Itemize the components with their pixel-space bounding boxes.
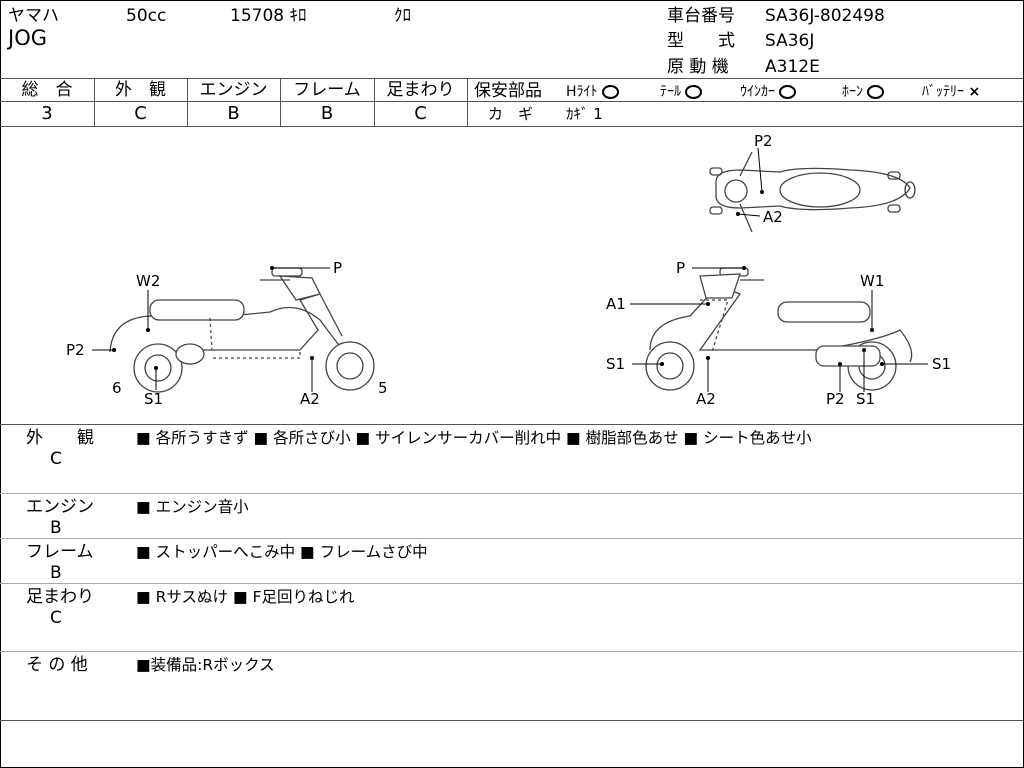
divider [94, 78, 95, 126]
diagram-label: P [676, 259, 685, 277]
diagram-label: S1 [856, 390, 875, 408]
scooter-top-view-icon [709, 151, 916, 233]
grade-suspension-value: C [414, 103, 427, 124]
divider [280, 78, 281, 126]
grade-total-value: 3 [41, 103, 53, 124]
ok-circle-icon [779, 85, 796, 99]
frame-no-label: 車台番号 [667, 6, 735, 26]
grade-exterior-label: 外 観 [115, 80, 166, 100]
diagram-label: S1 [606, 355, 625, 373]
safety-headlight: Hﾗｲﾄ [566, 82, 619, 102]
remark-other-title: そ の 他 [26, 655, 88, 675]
divider [187, 78, 188, 126]
remark-frame-title: フレーム [26, 542, 94, 562]
displacement: 50cc [126, 6, 167, 26]
diagram-label: 5 [378, 379, 388, 397]
remark-exterior-notes: ■ 各所うすきず ■ 各所さび小 ■ サイレンサーカバー削れ中 ■ 樹脂部色あせ… [136, 429, 812, 447]
remark-engine-notes: ■ エンジン音小 [136, 498, 249, 516]
model-name: JOG [8, 26, 47, 50]
diagram-label: A2 [696, 390, 716, 408]
diagram-label: P [333, 259, 342, 277]
safety-battery: ﾊﾞｯﾃﾘｰ × [922, 84, 981, 100]
diagram-label: A2 [763, 208, 783, 226]
mileage: 15708 ｷﾛ [230, 6, 307, 26]
safety-tail: ﾃｰﾙ [660, 82, 702, 102]
diagram-label: W1 [860, 272, 884, 290]
diagram-label: S1 [144, 390, 163, 408]
grade-suspension-label: 足まわり [386, 80, 455, 100]
body-color: ｸﾛ [394, 6, 411, 26]
safety-label: 保安部品 [474, 81, 542, 101]
divider [374, 78, 375, 126]
remark-frame-grade: B [50, 563, 62, 583]
diagram-label: P2 [66, 341, 85, 359]
remark-frame-notes: ■ ストッパーへこみ中 ■ フレームさび中 [136, 543, 428, 561]
divider [0, 101, 1023, 102]
key-label: カ ギ [488, 105, 534, 123]
battery-x-icon: × [968, 84, 981, 100]
engine-label: 原 動 機 [667, 57, 729, 77]
divider [0, 583, 1023, 584]
remark-suspension-title: 足まわり [26, 587, 94, 607]
grade-frame-label: フレーム [293, 80, 361, 100]
divider [0, 424, 1023, 425]
diagram-label: A2 [300, 390, 320, 408]
maker: ヤマハ [8, 6, 59, 26]
divider [0, 538, 1023, 539]
remark-exterior-title: 外 観 [26, 428, 94, 448]
grade-engine-label: エンジン [199, 80, 268, 100]
ok-circle-icon [867, 85, 884, 99]
remark-exterior-grade: C [50, 449, 62, 469]
ok-circle-icon [685, 85, 702, 99]
grade-engine-value: B [227, 103, 240, 124]
remark-engine-title: エンジン [26, 497, 94, 517]
remark-suspension-notes: ■ Rサスぬけ ■ F足回りねじれ [136, 588, 355, 606]
grade-exterior-value: C [134, 103, 147, 124]
type-value: SA36J [765, 31, 815, 51]
engine-value: A312E [765, 57, 820, 77]
diagram-label: P2 [754, 132, 773, 150]
remark-suspension-grade: C [50, 608, 62, 628]
divider [0, 493, 1023, 494]
diagram-label: P2 [826, 390, 845, 408]
remark-other-notes: ■装備品:Rボックス [136, 656, 275, 674]
divider [0, 78, 1023, 79]
remark-engine-grade: B [50, 518, 62, 538]
safety-horn: ﾎｰﾝ [842, 82, 884, 102]
divider [0, 126, 1023, 127]
grade-total-label: 総 合 [21, 80, 73, 100]
diagram-label: W2 [136, 272, 160, 290]
ok-circle-icon [601, 85, 619, 99]
divider [0, 651, 1023, 652]
type-label: 型 式 [667, 31, 735, 51]
divider [467, 78, 468, 126]
frame-no: SA36J-802498 [765, 6, 885, 26]
diagram-label: 6 [112, 379, 122, 397]
safety-winker: ｳｲﾝｶｰ [740, 82, 796, 102]
grade-frame-value: B [320, 103, 334, 124]
key-value: ｶｷﾞ 1 [566, 105, 603, 123]
divider [0, 720, 1023, 721]
diagram-label: A1 [606, 295, 626, 313]
diagram-label: S1 [932, 355, 951, 373]
